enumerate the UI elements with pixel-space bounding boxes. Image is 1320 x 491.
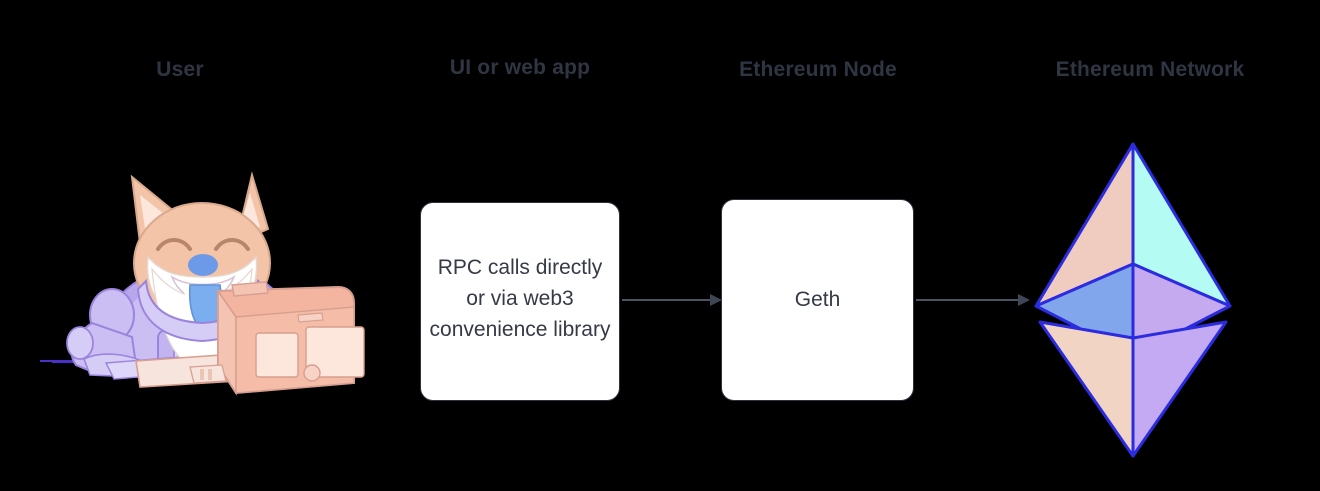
arrow-head-icon	[1018, 294, 1030, 306]
arrow-shaft	[916, 299, 1020, 301]
shiba-inu-at-computer-illustration	[40, 171, 365, 396]
arrow-shaft	[622, 299, 712, 301]
node-box-ui-label: RPC calls directly or via web3 convenien…	[429, 255, 611, 342]
arrow-node-to-network	[916, 294, 1032, 306]
column-label-user: User	[156, 58, 204, 81]
node-box-geth[interactable]: Geth	[721, 199, 914, 401]
node-box-geth-label: Geth	[794, 288, 841, 312]
ethereum-diamond-logo-icon	[1034, 142, 1232, 458]
arrow-head-icon	[710, 294, 722, 306]
column-label-ethereum-node: Ethereum Node	[739, 58, 897, 81]
column-label-ethereum-network: Ethereum Network	[1055, 58, 1245, 81]
node-box-ui-or-web-app[interactable]: RPC calls directly or via web3 convenien…	[420, 202, 620, 401]
arrow-ui-to-node	[622, 294, 722, 306]
column-label-ui: UI or web app	[449, 56, 591, 79]
